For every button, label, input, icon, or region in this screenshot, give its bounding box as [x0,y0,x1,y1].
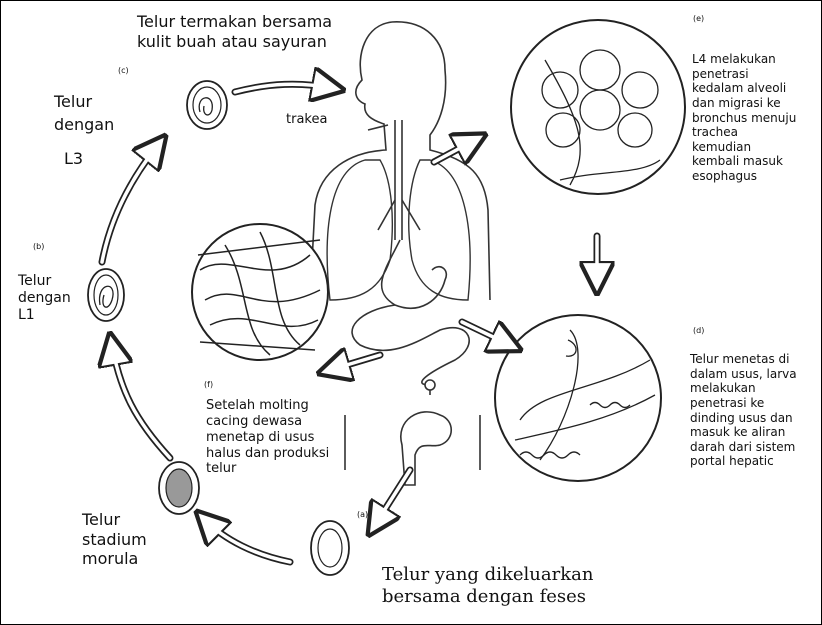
stage-e-line-9: esophagus [692,169,796,184]
stage-b-label: Telur dengan L1 [18,273,71,324]
magnified-intestine-circle [495,315,661,481]
egg-b [88,269,124,321]
magnified-worms-circle [192,224,328,360]
stage-e-line-8: kembali masuk [692,154,796,169]
stage-e-label: L4 melakukan penetrasi kedalam alveoli d… [692,52,796,184]
stage-d-line-3: melakukan [690,381,797,396]
egg-c [187,81,227,129]
stage-e-line-2: penetrasi [692,67,796,82]
food-intake-line-1: Telur termakan bersama [137,12,332,32]
digestive-tract [352,240,469,395]
stage-b-line-3: L1 [18,307,71,324]
stage-d-tag: (d) [693,326,704,335]
stage-d-line-5: dinding usus dan [690,411,797,426]
stage-c-line-2: dengan [54,115,114,135]
stage-e-line-5: bronchus menuju [692,111,796,126]
stage-b-tag: (b) [33,242,44,251]
stage-e-line-1: L4 melakukan [692,52,796,67]
human-body-outline [310,22,490,470]
stage-e-line-3: kedalam alveoli [692,81,796,96]
stage-f-line-3: menetap di usus [206,430,329,446]
feces-caption-line-2: bersama dengan feses [382,586,593,608]
stage-morula-line-2: stadium [82,530,147,550]
stage-d-line-2: dalam usus, larva [690,367,797,382]
stage-f-line-2: cacing dewasa [206,414,329,430]
feces-caption-line-1: Telur yang dikeluarkan [382,564,593,586]
stage-f-line-4: halus dan produksi [206,446,329,462]
stage-e-line-6: trachea [692,125,796,140]
magnified-alveoli-circle [511,20,685,194]
stage-d-line-7: darah dari sistem [690,440,797,455]
stage-morula-line-1: Telur [82,510,147,530]
stage-morula-label: Telur stadium morula [82,510,147,569]
egg-a [311,521,349,575]
stage-d-line-4: penetrasi ke [690,396,797,411]
stage-b-line-2: dengan [18,290,71,307]
stage-b-line-1: Telur [18,273,71,290]
stage-e-tag: (e) [693,14,704,23]
stage-d-label: Telur menetas di dalam usus, larva melak… [690,352,797,469]
lungs [327,160,470,300]
stage-c-tag: (c) [118,66,129,75]
stage-f-line-5: telur [206,461,329,477]
feces-caption: Telur yang dikeluarkan bersama dengan fe… [382,564,593,607]
stage-a-tag: (a) [357,510,368,519]
stage-c-line-4: L3 [64,149,114,169]
airway-tubes [368,120,420,240]
food-intake-line-2: kulit buah atau sayuran [137,32,332,52]
stage-d-line-6: masuk ke aliran [690,425,797,440]
trachea-label: trakea [286,112,327,128]
stage-c-line-3 [54,134,114,149]
stage-f-tag: (f) [204,380,213,389]
food-intake-label: Telur termakan bersama kulit buah atau s… [137,12,332,51]
stage-d-line-8: portal hepatic [690,454,797,469]
stage-f-label: Setelah molting cacing dewasa menetap di… [206,398,329,477]
egg-morula [159,462,199,514]
stage-e-line-4: dan migrasi ke [692,96,796,111]
stage-c-line-1: Telur [54,92,114,112]
stage-f-line-1: Setelah molting [206,398,329,414]
stage-c-label: Telur dengan L3 [54,92,114,169]
stage-morula-line-3: morula [82,549,147,569]
stage-d-line-1: Telur menetas di [690,352,797,367]
stage-e-line-7: kemudian [692,140,796,155]
